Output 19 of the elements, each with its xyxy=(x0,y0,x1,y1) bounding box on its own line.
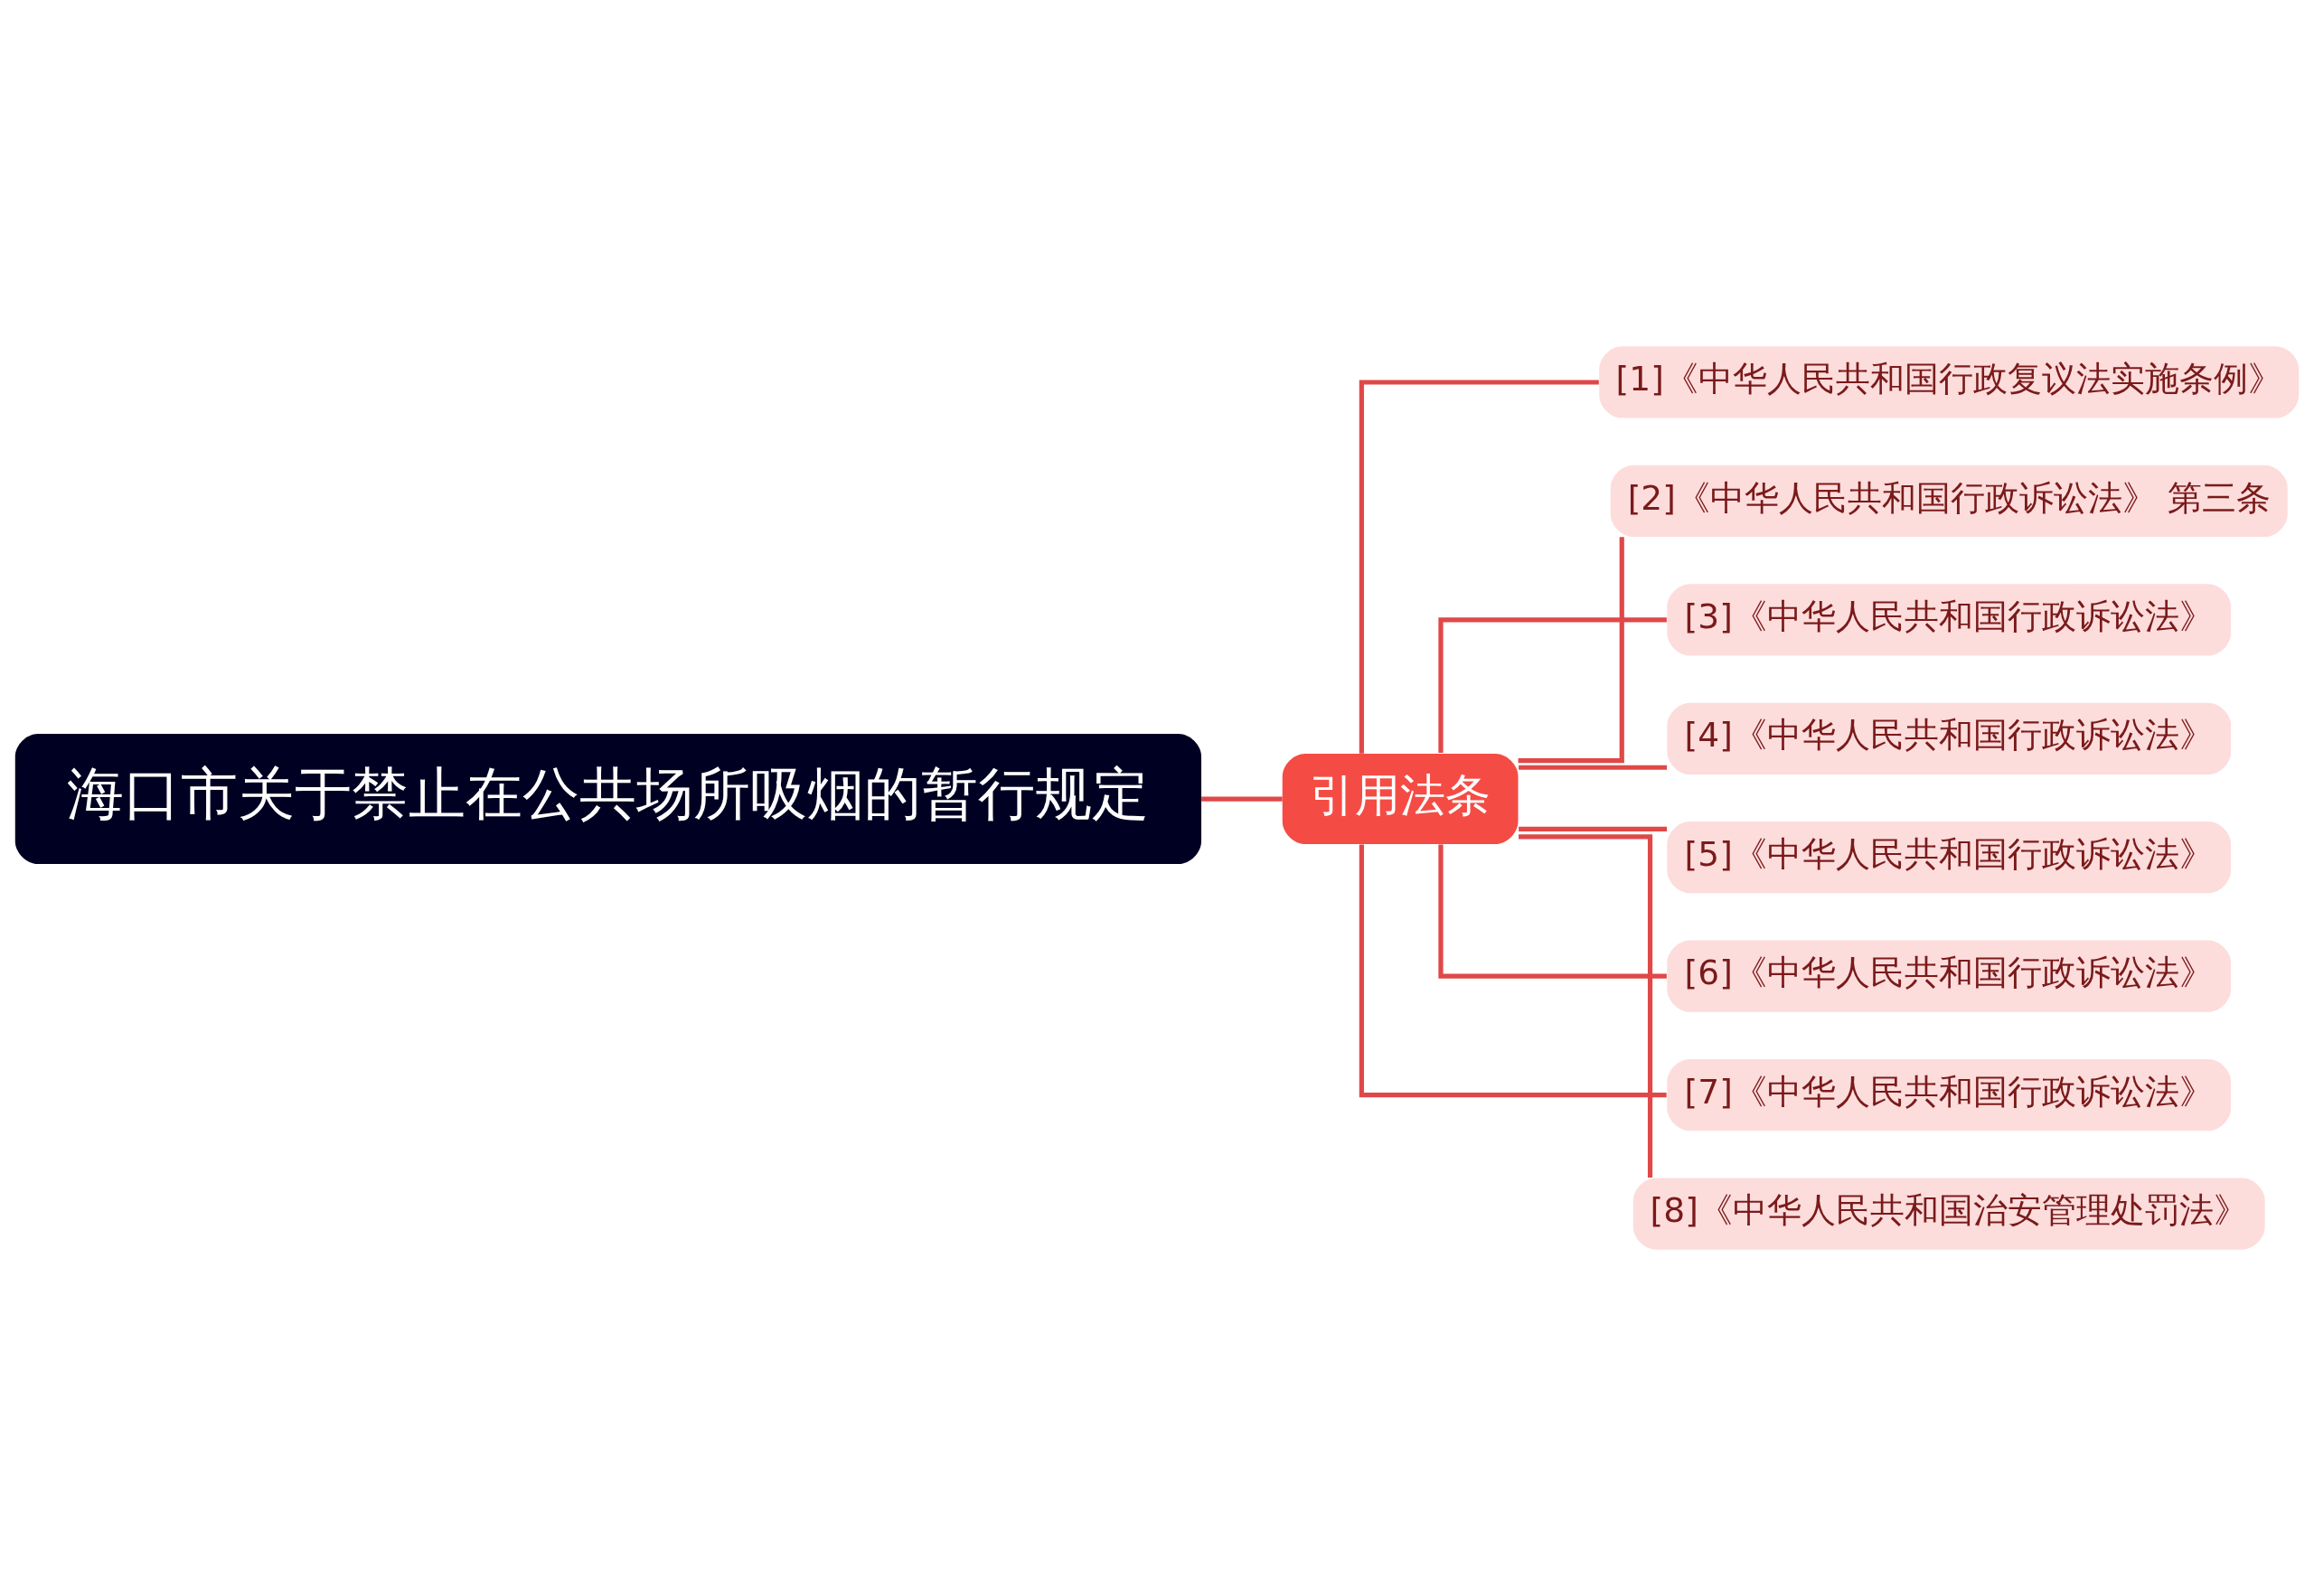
connector xyxy=(1518,537,1624,764)
node-box: [1]《中华人民共和国行政复议法实施条例》 xyxy=(1599,346,2300,418)
node-box: [2]《中华人民共和国行政诉讼法》 第三条 xyxy=(1610,465,2288,538)
connector xyxy=(1438,844,1667,979)
connector xyxy=(1438,617,1667,753)
connector xyxy=(1359,380,1599,754)
node-box: [7]《中华人民共和国行政诉讼法》 xyxy=(1667,1058,2232,1131)
node-box: 海口市关于禁止在公共场所吸烟的暂行规定 xyxy=(14,734,1202,864)
node-box: [3]《中华人民共和国行政诉讼法》 xyxy=(1667,584,2232,656)
node-box: [8]《中华人民共和国治安管理处罚法》 xyxy=(1632,1178,2265,1250)
connector xyxy=(1201,796,1283,802)
node-box: 引用法条 xyxy=(1282,753,1519,845)
connector xyxy=(1359,844,1667,1098)
node-box: [4]《中华人民共和国行政诉讼法》 xyxy=(1667,702,2232,775)
connector xyxy=(1519,765,1668,770)
connector xyxy=(1519,826,1668,832)
connector xyxy=(1519,834,1653,1178)
node-box: [6]《中华人民共和国行政诉讼法》 xyxy=(1667,940,2232,1012)
node-box: [5]《中华人民共和国行政诉讼法》 xyxy=(1667,821,2232,894)
